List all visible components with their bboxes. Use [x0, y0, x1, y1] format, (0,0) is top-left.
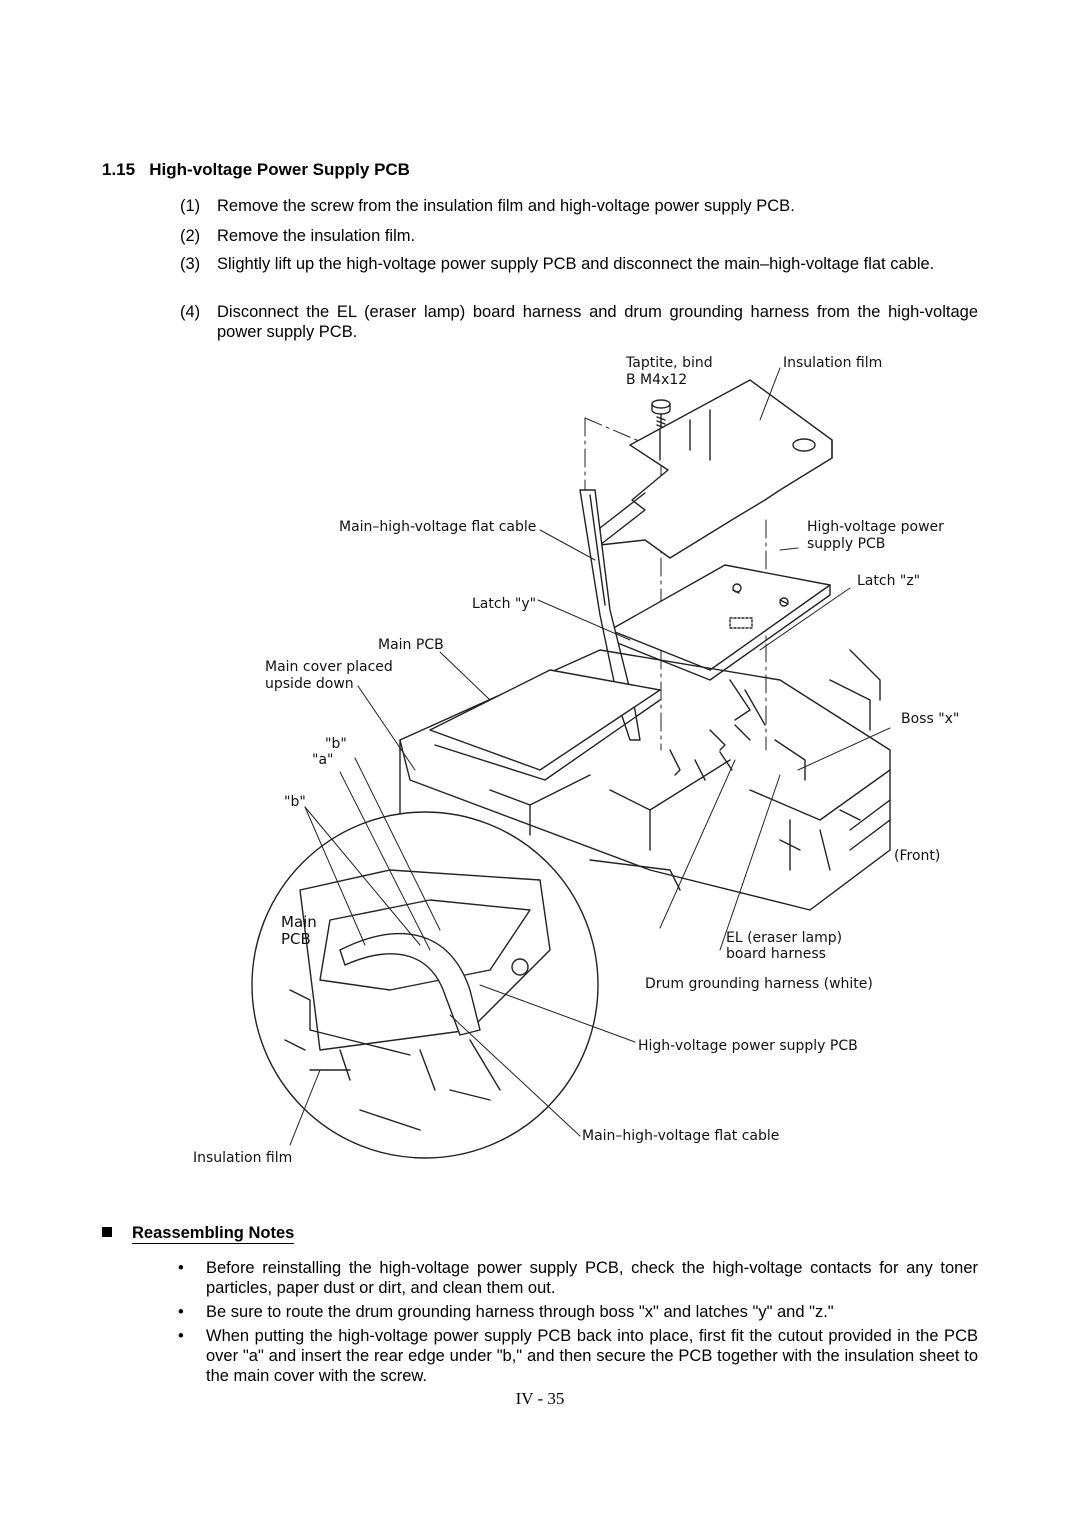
notes-heading-text: Reassembling Notes	[132, 1224, 295, 1244]
section-title: High-voltage Power Supply PCB	[149, 160, 410, 179]
label-drum-ground: Drum grounding harness (white)	[645, 976, 873, 992]
square-bullet-icon	[102, 1227, 112, 1237]
bullet-icon: •	[178, 1327, 184, 1345]
label-a: "a"	[312, 752, 334, 768]
step-number: (4)	[180, 303, 201, 321]
note-item: • When putting the high-voltage power su…	[178, 1326, 978, 1388]
step-2: (2) Remove the insulation film.	[180, 226, 978, 248]
label-inset-main: Main	[281, 913, 317, 931]
label-el-line2: board harness	[726, 946, 826, 962]
step-1: (1) Remove the screw from the insulation…	[180, 196, 978, 218]
step-number: (2)	[180, 227, 201, 245]
note-item: • Before reinstalling the high-voltage p…	[178, 1258, 978, 1300]
insulation-film-sheet	[599, 379, 833, 559]
label-front: (Front)	[894, 848, 941, 864]
label-hv-power-line1: High-voltage power	[807, 519, 944, 535]
reassembling-notes-heading: Reassembling Notes	[102, 1224, 295, 1244]
step-3: (3) Slightly lift up the high-voltage po…	[180, 254, 978, 296]
note-text: Be sure to route the drum grounding harn…	[206, 1303, 834, 1321]
label-inset-pcb: PCB	[281, 930, 311, 948]
section-number: 1.15	[102, 160, 136, 179]
label-insulation-film-bottom: Insulation film	[193, 1150, 293, 1166]
step-text: Slightly lift up the high-voltage power …	[217, 255, 935, 273]
label-taptite-line2: B M4x12	[626, 372, 688, 388]
label-hv-power-line2: supply PCB	[807, 536, 886, 552]
hv-pcb-board	[609, 564, 831, 681]
step-number: (3)	[180, 255, 201, 273]
step-4: (4) Disconnect the EL (eraser lamp) boar…	[180, 302, 978, 344]
bullet-icon: •	[178, 1259, 184, 1277]
label-main-cover-line1: Main cover placed	[265, 659, 393, 675]
label-taptite-line1: Taptite, bind	[626, 355, 713, 371]
label-main-pcb: Main PCB	[378, 637, 444, 653]
step-text: Remove the insulation film.	[217, 227, 416, 245]
main-cover-chassis	[399, 649, 891, 911]
section-heading: 1.15 High-voltage Power Supply PCB	[102, 160, 410, 180]
inset-detail-circle	[251, 811, 599, 1159]
label-boss-x: Boss "x"	[901, 711, 960, 727]
step-text: Disconnect the EL (eraser lamp) board ha…	[217, 303, 978, 341]
step-text: Remove the screw from the insulation fil…	[217, 197, 795, 215]
label-el-line1: EL (eraser lamp)	[726, 930, 843, 946]
flat-cable	[579, 489, 641, 741]
label-latch-y: Latch "y"	[472, 596, 537, 612]
label-b-lower: "b"	[284, 794, 306, 810]
bullet-icon: •	[178, 1303, 184, 1321]
screw-icon	[651, 399, 671, 433]
label-insulation-film-top: Insulation film	[783, 355, 883, 371]
step-number: (1)	[180, 197, 201, 215]
exploded-view-diagram: Taptite, bind B M4x12 Insulation film Ma…	[190, 350, 959, 1170]
label-main-cover-line2: upside down	[265, 676, 354, 692]
diagram-drawing	[251, 367, 891, 1159]
label-hv-pcb-bottom: High-voltage power supply PCB	[638, 1038, 858, 1054]
page-number: IV - 35	[515, 1389, 565, 1408]
label-b-upper: "b"	[325, 736, 347, 752]
note-item: • Be sure to route the drum grounding ha…	[178, 1302, 978, 1324]
label-latch-z: Latch "z"	[857, 573, 921, 589]
label-main-hv-cable-bottom: Main–high-voltage flat cable	[582, 1128, 780, 1144]
note-text: Before reinstalling the high-voltage pow…	[206, 1259, 978, 1297]
label-main-hv-cable-top: Main–high-voltage flat cable	[339, 519, 537, 535]
note-text: When putting the high-voltage power supp…	[206, 1327, 978, 1385]
